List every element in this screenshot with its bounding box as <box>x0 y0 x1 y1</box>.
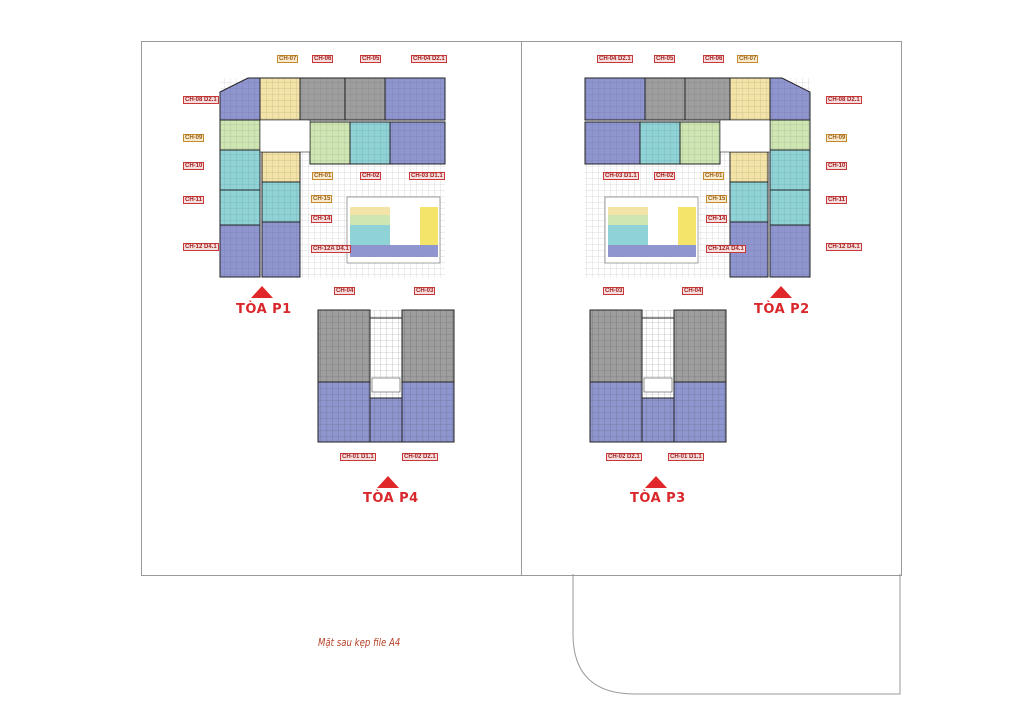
unit-tag-p3-ch03: CH-03 <box>603 287 625 295</box>
unit-tag-p2-ch14: CH-14 <box>706 215 728 223</box>
unit-tag-p1-ch05: CH-05 <box>360 55 382 63</box>
tower-p4-marker <box>377 476 399 488</box>
unit-tag-p1-ch08: CH-08 D2.1 <box>183 96 219 104</box>
unit-tag-p1-ch11: CH-11 <box>183 196 205 204</box>
unit-tag-p1-ch09: CH-09 <box>183 134 205 142</box>
unit-tag-p1-ch12: CH-12 D4.1 <box>183 243 219 251</box>
unit-tag-p4-ch02: CH-02 D2.1 <box>402 453 438 461</box>
unit-tag-p2-ch12: CH-12 D4.1 <box>826 243 862 251</box>
unit-tag-p4-ch03: CH-03 <box>414 287 436 295</box>
tower-p2-label: TÒA P2 <box>754 302 810 317</box>
tower-p1-marker <box>251 286 273 298</box>
unit-tag-p3-ch04: CH-04 <box>682 287 704 295</box>
unit-tag-p2-ch12a: CH-12A D4.1 <box>706 245 746 253</box>
unit-tag-p1-ch03: CH-03 D1.1 <box>409 172 445 180</box>
unit-tag-p2-ch02: CH-02 <box>654 172 676 180</box>
unit-tag-p1-ch10: CH-10 <box>183 162 205 170</box>
unit-tag-p4-ch01: CH-01 D1.1 <box>340 453 376 461</box>
tower-p1-floorplan <box>219 77 446 278</box>
unit-tag-p1-ch12a: CH-12A D4.1 <box>311 245 351 253</box>
unit-tag-p2-ch10: CH-10 <box>826 162 848 170</box>
unit-tag-p2-ch15: CH-15 <box>706 195 728 203</box>
unit-tag-p2-ch11: CH-11 <box>826 196 848 204</box>
footer-note: Mặt sau kẹp file A4 <box>318 636 401 649</box>
unit-tag-p3-ch01: CH-01 D1.1 <box>668 453 704 461</box>
tower-p3-label: TÒA P3 <box>630 491 686 506</box>
unit-tag-p1-ch15: CH-15 <box>311 195 333 203</box>
unit-tag-p2-ch08: CH-08 D2.1 <box>826 96 862 104</box>
unit-tag-p2-ch03: CH-03 D1.1 <box>603 172 639 180</box>
unit-tag-p1-ch02: CH-02 <box>360 172 382 180</box>
unit-tag-p1-ch14: CH-14 <box>311 215 333 223</box>
unit-tag-p1-ch01: CH-01 <box>312 172 334 180</box>
unit-tag-p1-ch07: CH-07 <box>277 55 299 63</box>
right-page-frame <box>521 41 902 576</box>
unit-tag-p2-ch05: CH-05 <box>654 55 676 63</box>
unit-tag-p2-ch04: CH-04 D2.1 <box>597 55 633 63</box>
fold-outline <box>572 574 901 695</box>
tower-p2-marker <box>770 286 792 298</box>
unit-tag-p2-ch09: CH-09 <box>826 134 848 142</box>
tower-p1-label: TÒA P1 <box>236 302 292 317</box>
tower-p4-floorplan <box>317 309 455 443</box>
unit-tag-p4-ch04: CH-04 <box>334 287 356 295</box>
unit-tag-p1-ch06: CH-06 <box>312 55 334 63</box>
unit-tag-p2-ch01: CH-01 <box>703 172 725 180</box>
unit-tag-p1-ch04: CH-04 D2.1 <box>411 55 447 63</box>
unit-tag-p2-ch07: CH-07 <box>737 55 759 63</box>
unit-tag-p3-ch02: CH-02 D2.1 <box>606 453 642 461</box>
tower-p3-floorplan <box>589 309 727 443</box>
tower-p3-marker <box>645 476 667 488</box>
tower-p4-label: TÒA P4 <box>363 491 419 506</box>
unit-tag-p2-ch06: CH-06 <box>703 55 725 63</box>
